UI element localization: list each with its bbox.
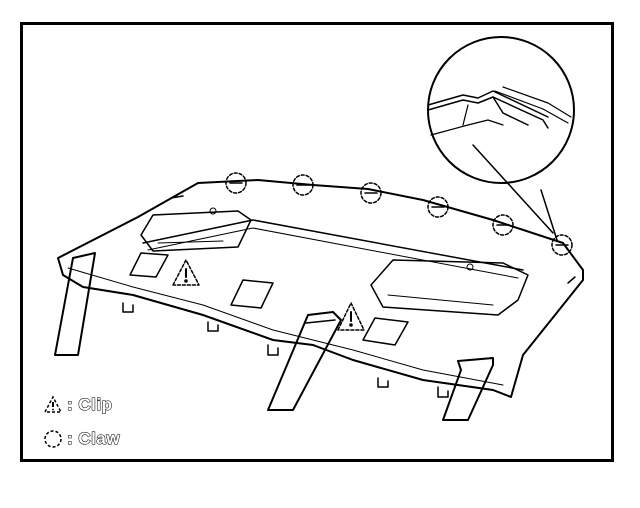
triangle-dashed-icon bbox=[43, 395, 63, 413]
right-raised-area bbox=[370, 259, 529, 316]
legend-clip-label: : Clip bbox=[67, 395, 113, 415]
left-raised-area bbox=[140, 210, 252, 252]
seat-belt-strap-right bbox=[442, 357, 494, 421]
circle-dashed-icon bbox=[44, 430, 62, 448]
seat-belt-strap-left bbox=[54, 252, 96, 356]
panel-front-edge bbox=[62, 274, 512, 398]
claw-marker bbox=[225, 172, 247, 194]
claw-marker bbox=[551, 234, 573, 256]
panel-groove bbox=[142, 219, 524, 271]
legend-clip: : Clip bbox=[43, 395, 113, 415]
claw-marker bbox=[492, 214, 514, 236]
panel-hole-1 bbox=[129, 252, 169, 278]
package-tray-trim-illustration bbox=[54, 36, 584, 421]
claw-marker bbox=[360, 182, 382, 204]
claw-marker bbox=[427, 196, 449, 218]
detail-magnifier bbox=[427, 36, 575, 241]
seat-belt-strap-center bbox=[267, 311, 342, 411]
legend-claw-label: : Claw bbox=[66, 429, 121, 449]
clip-marker bbox=[172, 259, 200, 286]
legend-claw: : Claw bbox=[43, 429, 120, 449]
panel-hole-3 bbox=[362, 317, 409, 346]
clip-marker bbox=[337, 302, 365, 331]
diagram-frame: : Clip : Claw bbox=[20, 22, 614, 462]
panel-hole-2 bbox=[230, 279, 274, 309]
package-tray-panel bbox=[57, 179, 584, 398]
claw-marker bbox=[292, 174, 314, 196]
